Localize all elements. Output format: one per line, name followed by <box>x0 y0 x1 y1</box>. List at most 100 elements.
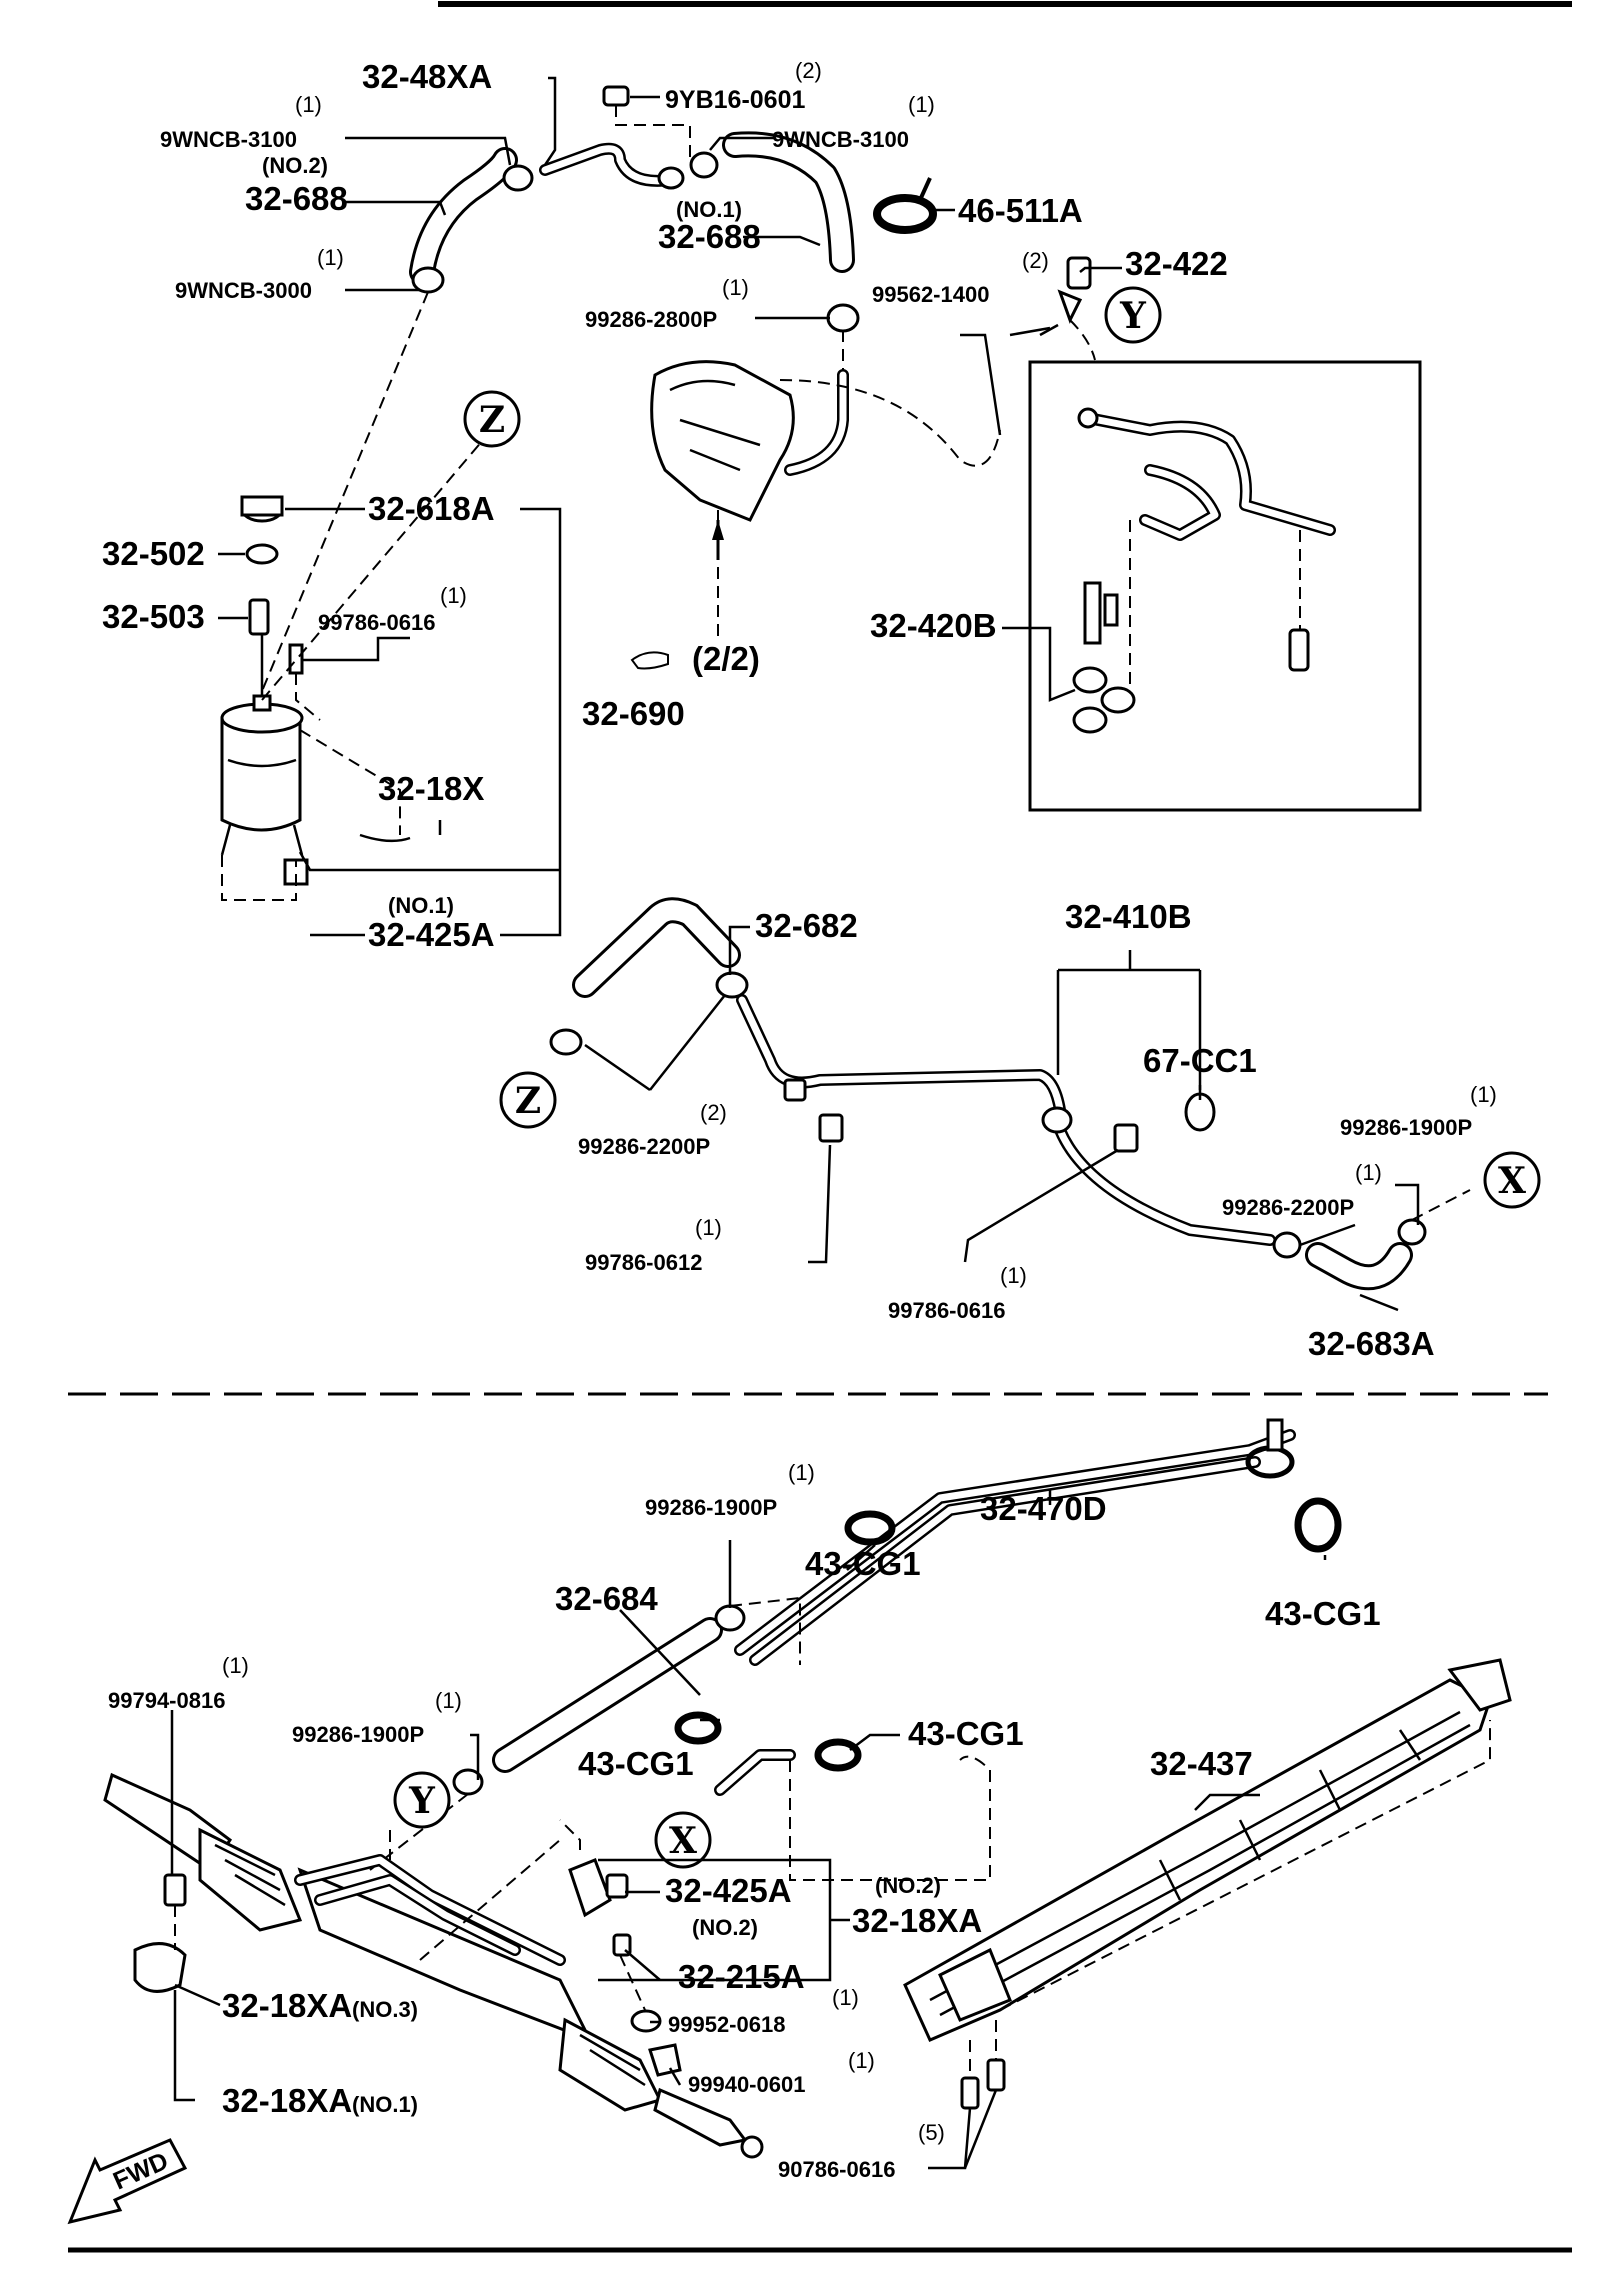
label-32-688: 32-688 <box>245 180 348 217</box>
svg-text:X: X <box>1498 1160 1526 1202</box>
washer-32-502 <box>245 543 279 565</box>
svg-text:(1): (1) <box>295 92 322 117</box>
label-32-48XA: 32-48XA <box>362 58 492 95</box>
label-99940-0601: 99940-0601 <box>688 2072 805 2097</box>
filter-32-503 <box>248 598 270 636</box>
part-labels: 32-48XA (2) 9YB16-0601 (1) 9WNCB-3100 (N… <box>102 58 1497 2182</box>
label-90786-0616: 90786-0616 <box>778 2157 895 2182</box>
svg-text:(NO.2): (NO.2) <box>262 153 328 178</box>
svg-text:(NO.1): (NO.1) <box>676 197 742 222</box>
steering-gear <box>103 1772 764 2159</box>
svg-text:(2): (2) <box>700 1100 727 1125</box>
label-32-470D: 32-470D <box>980 1490 1107 1527</box>
svg-text:Z: Z <box>515 1080 541 1122</box>
marker-x-bottom: X <box>654 1811 712 1869</box>
clamp-43-CG1 <box>814 1738 862 1772</box>
hose-clamp <box>502 164 534 192</box>
bolt-99786-0612 <box>818 1113 844 1143</box>
label-43-CG1: 43-CG1 <box>805 1545 921 1582</box>
label-99286-1900P: 99286-1900P <box>1340 1115 1472 1140</box>
label-99286-1900P: 99286-1900P <box>292 1722 424 1747</box>
label-99286-2800P: 99286-2800P <box>585 307 717 332</box>
label-32-684: 32-684 <box>555 1580 658 1617</box>
svg-text:(5): (5) <box>918 2120 945 2145</box>
upper-hose-assembly <box>249 85 860 721</box>
nut-part <box>602 85 630 107</box>
label-32-502: 32-502 <box>102 535 205 572</box>
bolt-99786-0616 <box>288 643 304 675</box>
svg-text:(1): (1) <box>1355 1160 1382 1185</box>
label-67-CC1: 67-CC1 <box>1143 1042 1257 1079</box>
label-32-618A: 32-618A <box>368 490 495 527</box>
leader-32-690 <box>298 507 562 937</box>
label-32-410B: 32-410B <box>1065 898 1192 935</box>
fitting-32-422 <box>1039 256 1092 337</box>
svg-text:Y: Y <box>408 1780 436 1822</box>
svg-text:(2): (2) <box>1022 248 1049 273</box>
svg-text:(1): (1) <box>848 2048 875 2073</box>
marker-x-mid: X <box>1483 1151 1541 1209</box>
reference-icon <box>630 651 669 670</box>
label-32-688: 32-688 <box>658 218 761 255</box>
svg-text:(NO.2): (NO.2) <box>692 1915 758 1940</box>
svg-text:X: X <box>669 1820 697 1862</box>
label-32-425A: 32-425A <box>368 916 495 953</box>
svg-text:(2): (2) <box>795 58 822 83</box>
label-99286-1900P: 99286-1900P <box>645 1495 777 1520</box>
label-99786-0616: 99786-0616 <box>888 1298 1005 1323</box>
marker-y-bottom: Y <box>393 1771 451 1829</box>
svg-text:(NO.3): (NO.3) <box>352 1997 418 2022</box>
svg-text:(1): (1) <box>222 1653 249 1678</box>
label-page-ref: (2/2) <box>692 640 760 677</box>
hose-clamp <box>689 151 719 179</box>
elbow-fitting <box>1288 628 1310 672</box>
svg-text:(1): (1) <box>317 245 344 270</box>
svg-text:(1): (1) <box>722 275 749 300</box>
dash-link <box>1069 319 1096 361</box>
marker-z-top: Z <box>463 390 521 448</box>
bracket-part <box>1083 581 1102 645</box>
label-99952-0618: 99952-0618 <box>668 2012 785 2037</box>
marker-z-mid: Z <box>499 1071 557 1129</box>
label-99786-0612: 99786-0612 <box>585 1250 702 1275</box>
bolt-90786-0616 <box>960 2076 980 2110</box>
label-43-CG1: 43-CG1 <box>1265 1595 1381 1632</box>
svg-text:(NO.1): (NO.1) <box>352 2092 418 2117</box>
label-99562-1400: 99562-1400 <box>872 282 989 307</box>
bracket-32-18XA <box>133 1942 187 1993</box>
marker-y-top: Y <box>1104 286 1162 344</box>
leader-lines <box>170 76 1420 2170</box>
label-32-18XA: 32-18XA <box>222 1987 352 2024</box>
nut-32-425A <box>605 1873 629 1899</box>
label-32-215A: 32-215A <box>678 1958 805 1995</box>
bolt-99786-0616 <box>1113 1123 1139 1153</box>
label-99794-0816: 99794-0816 <box>108 1688 225 1713</box>
nut-99940-0601 <box>648 2043 682 2077</box>
label-9WNCB-3100: 9WNCB-3100 <box>160 127 297 152</box>
label-32-18XA: 32-18XA <box>222 2082 352 2119</box>
frame-member-32-437 <box>903 1658 1512 2110</box>
forward-arrow: FWD <box>67 2138 188 2225</box>
label-9YB16-0601: 9YB16-0601 <box>665 86 805 114</box>
hose-clamp <box>549 1028 583 1056</box>
clamp-43-CG1 <box>674 1711 722 1745</box>
svg-text:(NO.1): (NO.1) <box>388 893 454 918</box>
detail-box-32-420B <box>1028 360 1422 812</box>
power-steering-pump <box>650 360 1001 640</box>
return-line-assembly <box>369 1418 1342 1881</box>
svg-text:(1): (1) <box>440 583 467 608</box>
svg-text:Z: Z <box>479 399 505 441</box>
bolt-90786-0616 <box>986 2058 1006 2092</box>
svg-text:(1): (1) <box>435 1688 462 1713</box>
label-99286-2200P: 99286-2200P <box>578 1134 710 1159</box>
hose-clamp <box>411 266 445 294</box>
label-9WNCB-3000: 9WNCB-3000 <box>175 278 312 303</box>
label-32-422: 32-422 <box>1125 245 1228 282</box>
bolt-99794-0816 <box>163 1873 187 1907</box>
label-32-420B: 32-420B <box>870 607 997 644</box>
hose-clamp <box>826 303 860 333</box>
hose-clamp <box>715 971 749 999</box>
band-clamp-46-511A <box>873 177 937 234</box>
label-43-CG1: 43-CG1 <box>578 1745 694 1782</box>
